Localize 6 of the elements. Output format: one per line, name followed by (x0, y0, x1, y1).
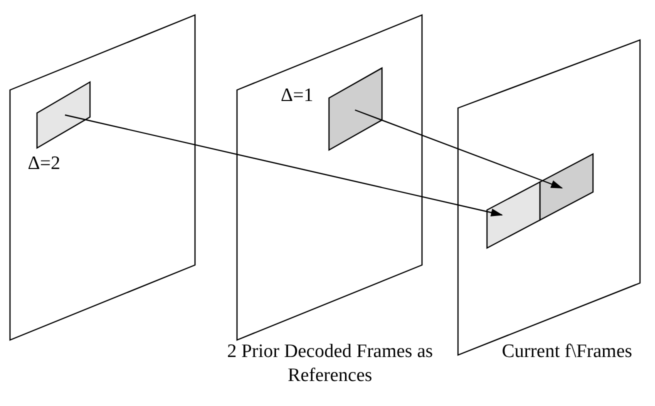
motion-vector-arrow (354, 109, 563, 189)
offset-label: Δ=2 (26, 152, 62, 176)
motion-vector-arrow (64, 114, 503, 216)
offset-label: Δ=1 (280, 84, 314, 108)
caption-label: Current f\Frames (500, 340, 634, 364)
caption-label: 2 Prior Decoded Frames as References (226, 340, 434, 388)
